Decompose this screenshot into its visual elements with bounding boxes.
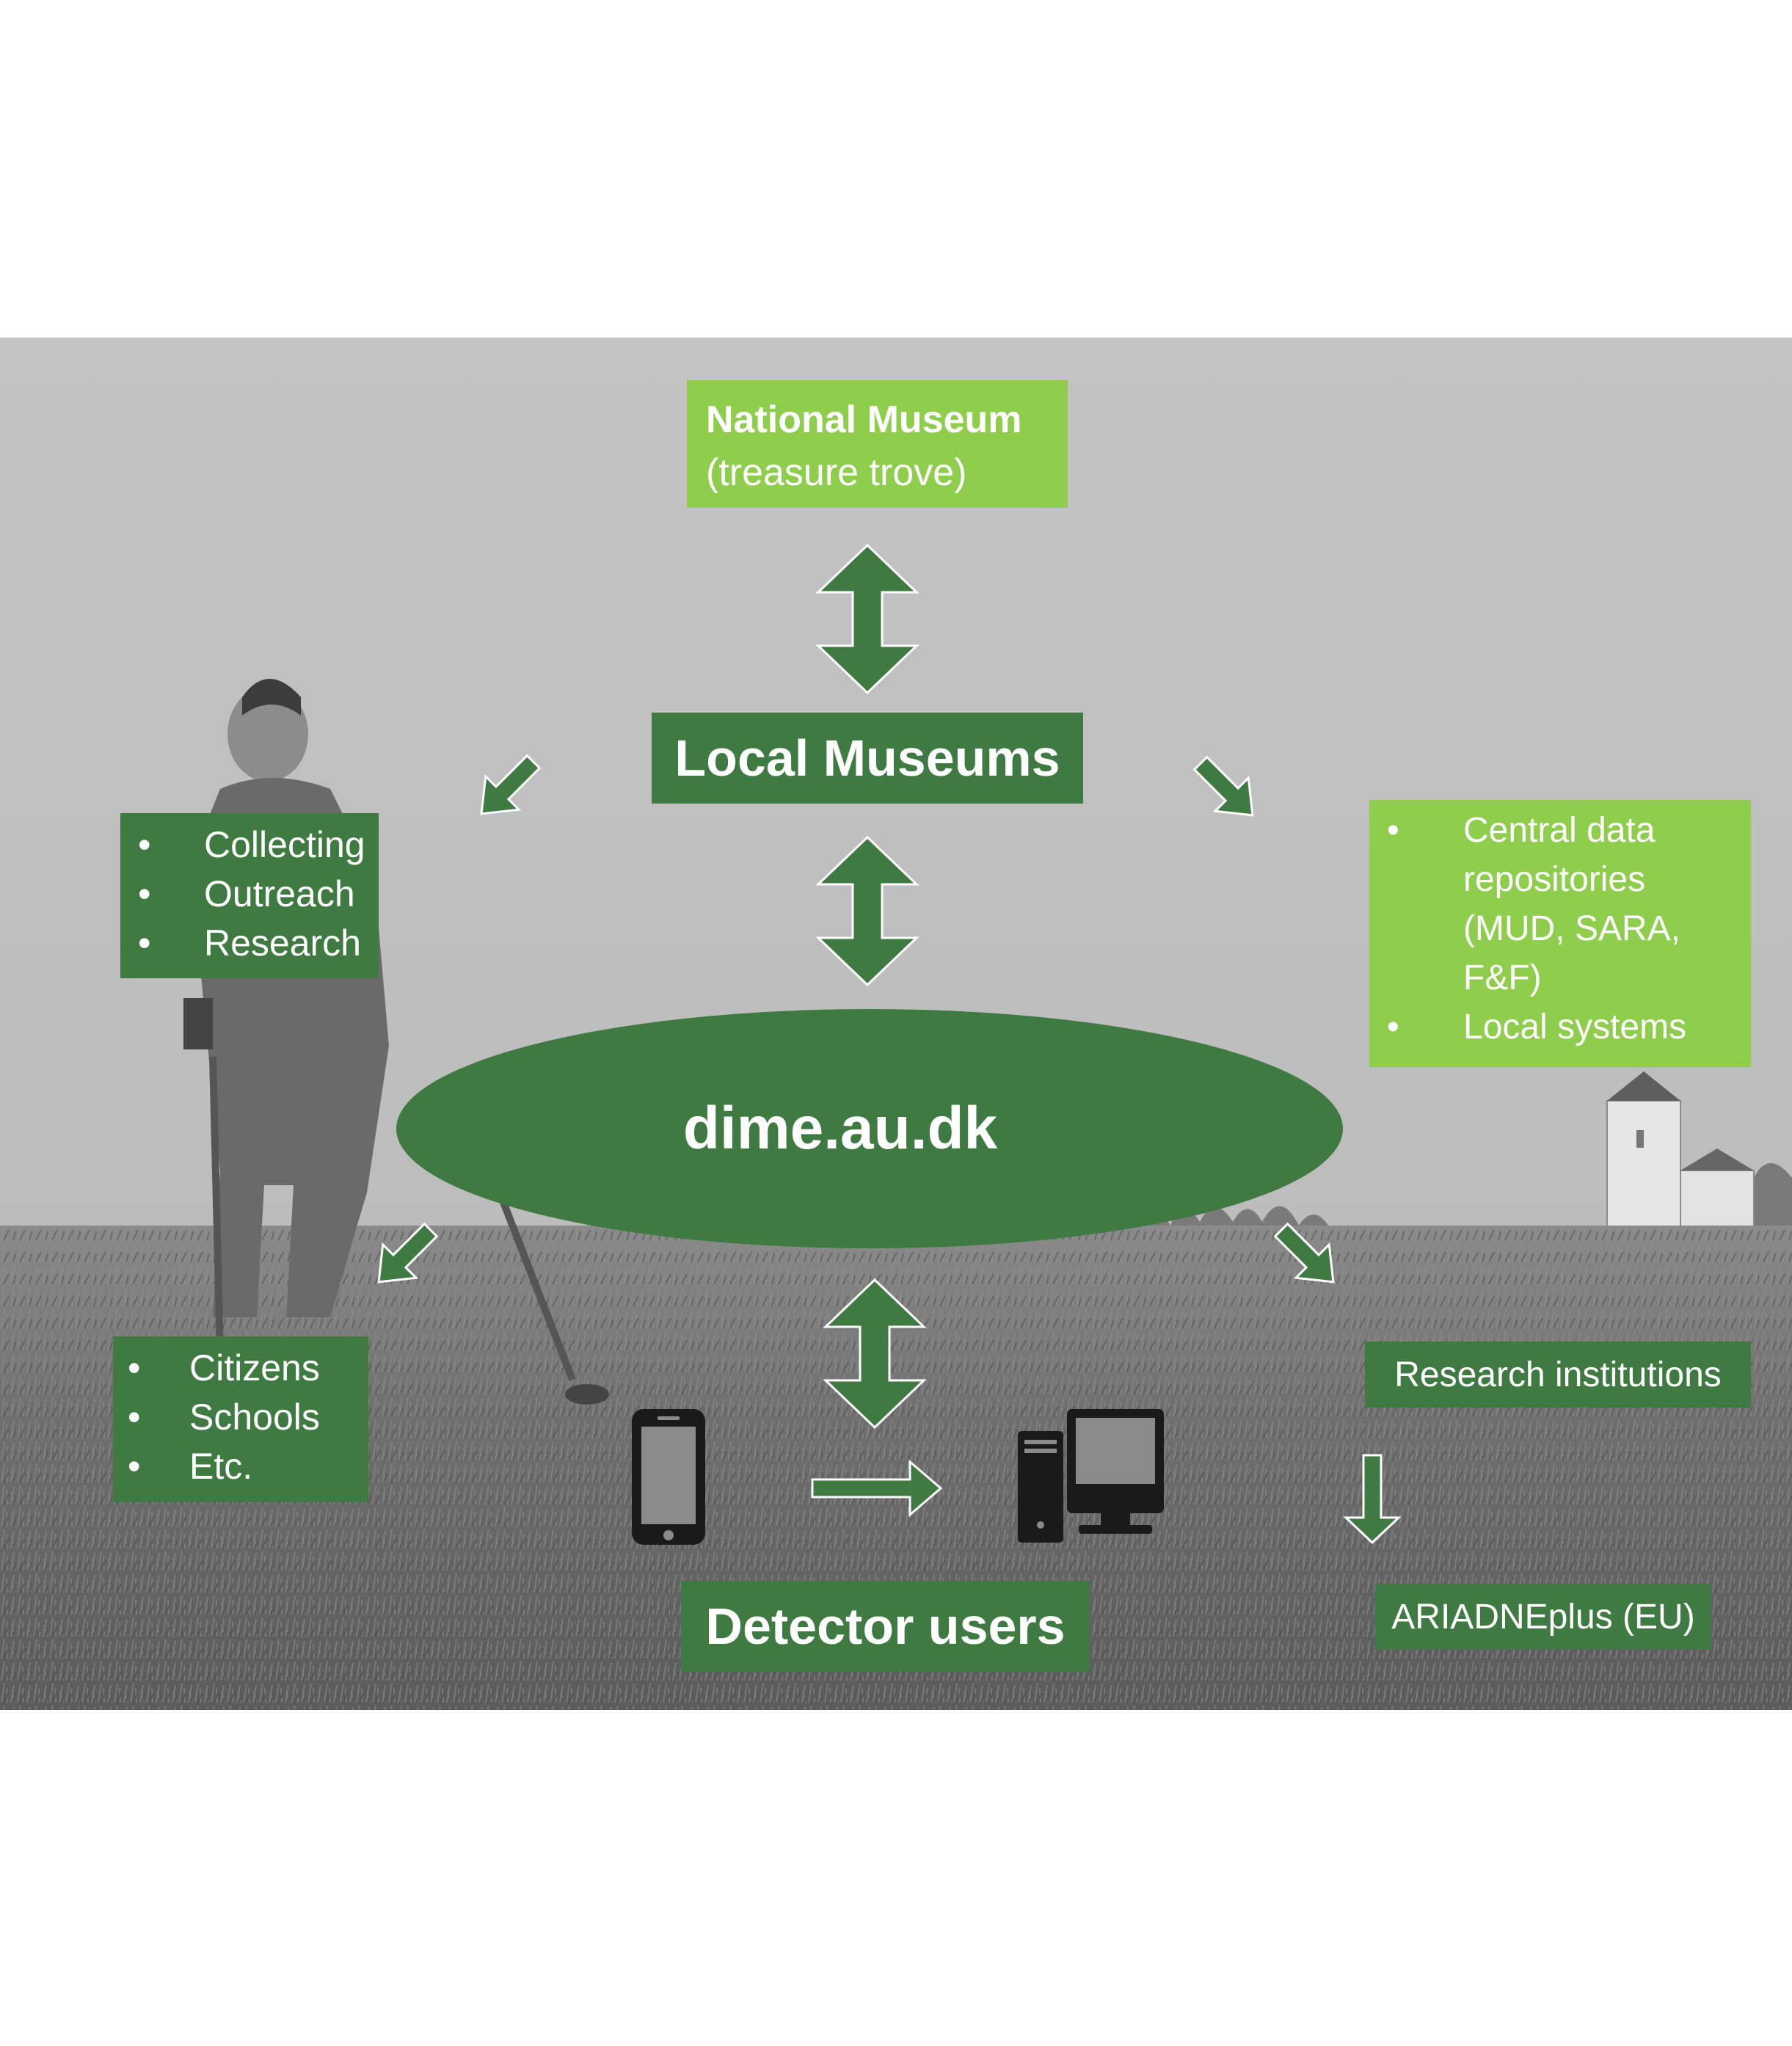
list-item: • Local systems bbox=[1387, 1002, 1751, 1052]
arrow-research-to-ariadne bbox=[1343, 1454, 1402, 1545]
repositories-line: F&F) bbox=[1463, 958, 1542, 997]
smartphone-icon bbox=[632, 1409, 705, 1545]
detector-users-box: Detector users bbox=[681, 1581, 1090, 1672]
arrows-layer bbox=[377, 543, 1402, 1545]
ariadne-box: ARIADNEplus (EU) bbox=[1375, 1584, 1711, 1650]
local-museums-box: Local Museums bbox=[652, 713, 1083, 804]
national-museum-title: National Museum bbox=[706, 398, 1022, 441]
activities-box: •Collecting •Outreach •Research bbox=[120, 813, 379, 978]
arrow-dime-to-research bbox=[1273, 1222, 1335, 1284]
double-arrow-national-local bbox=[815, 543, 919, 695]
repositories-line: (MUD, SARA, bbox=[1463, 909, 1681, 948]
ariadne-label: ARIADNEplus (EU) bbox=[1391, 1597, 1695, 1637]
arrow-local-to-repositories bbox=[1192, 755, 1254, 817]
desktop-computer-icon bbox=[1018, 1409, 1164, 1543]
activities-list: •Collecting •Outreach •Research bbox=[138, 820, 379, 968]
detector-users-label: Detector users bbox=[705, 1598, 1066, 1655]
local-systems-label: Local systems bbox=[1463, 1008, 1687, 1046]
list-item: •Schools bbox=[128, 1397, 320, 1438]
local-museums-label: Local Museums bbox=[674, 729, 1060, 787]
repositories-line: Central data bbox=[1463, 811, 1656, 850]
repositories-box: • Central data repositories (MUD, SARA, … bbox=[1369, 800, 1751, 1067]
audiences-box: •Citizens •Schools •Etc. bbox=[113, 1336, 368, 1502]
list-item: •Etc. bbox=[128, 1446, 253, 1487]
research-institutions-box: Research institutions bbox=[1365, 1341, 1751, 1408]
national-museum-subtitle: (treasure trove) bbox=[706, 451, 967, 494]
audiences-list: •Citizens •Schools •Etc. bbox=[128, 1344, 368, 1491]
list-item: •Outreach bbox=[138, 873, 355, 914]
national-museum-box: National Museum (treasure trove) bbox=[687, 380, 1068, 508]
list-item: •Research bbox=[138, 922, 361, 964]
dime-label: dime.au.dk bbox=[682, 1095, 998, 1162]
list-item: • Central data repositories (MUD, SARA, … bbox=[1387, 806, 1751, 1002]
diagram-stage: National Museum (treasure trove) Local M… bbox=[0, 338, 1792, 1710]
double-arrow-local-dime bbox=[815, 835, 919, 987]
list-item: •Citizens bbox=[128, 1347, 320, 1388]
arrow-local-to-collecting bbox=[480, 754, 542, 815]
research-institutions-label: Research institutions bbox=[1394, 1355, 1722, 1394]
list-item: •Collecting bbox=[138, 824, 365, 865]
arrow-dime-to-citizens bbox=[377, 1222, 439, 1284]
arrow-phone-to-computer bbox=[811, 1459, 943, 1518]
double-arrow-dime-detector bbox=[823, 1278, 927, 1430]
dime-ellipse bbox=[396, 1009, 1343, 1248]
repositories-line: repositories bbox=[1463, 860, 1646, 899]
